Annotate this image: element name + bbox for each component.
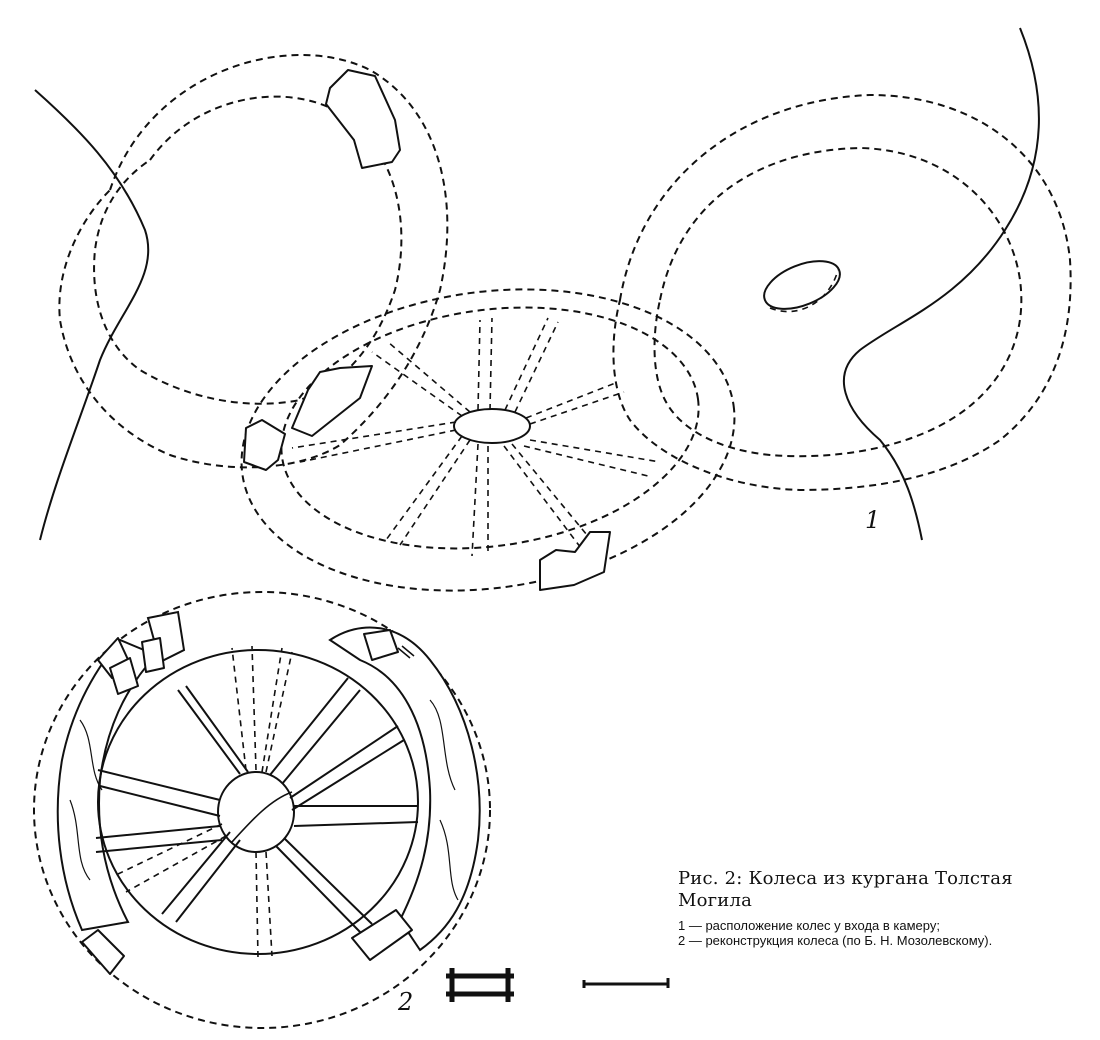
left-edge-line	[34, 89, 150, 541]
reconstructed-wheel	[33, 591, 491, 1029]
label-1: 1	[865, 506, 880, 534]
caption-line-1: 1 — расположение колес у входа в камеру;	[678, 918, 940, 933]
center-wheel-spokes	[291, 317, 661, 557]
wheel-spokes-solid	[95, 677, 419, 935]
figure-caption: Рис. 2: Колеса из кургана Толстая Могила…	[678, 868, 1088, 948]
label-2: 2	[397, 988, 413, 1016]
felloe-left	[56, 638, 158, 932]
right-wheel-hub	[763, 260, 841, 313]
tyre-fragments-fig1	[243, 69, 611, 591]
wheel-hub	[217, 771, 295, 853]
wheel-clamps	[81, 629, 415, 975]
center-wheel-hub	[453, 408, 531, 444]
scale-symbol	[446, 968, 514, 1002]
felloe-right	[328, 626, 481, 952]
center-wheel	[240, 288, 736, 592]
right-wheel-ring	[612, 93, 1072, 492]
caption-line-2: 2 — реконструкция колеса (по Б. Н. Мозол…	[678, 933, 993, 948]
scale-bar	[582, 978, 670, 988]
caption-title: Рис. 2: Колеса из кургана Толстая Могила	[678, 868, 1013, 911]
wheel-spokes-dashed	[117, 645, 293, 959]
right-edge-line	[843, 27, 1040, 541]
